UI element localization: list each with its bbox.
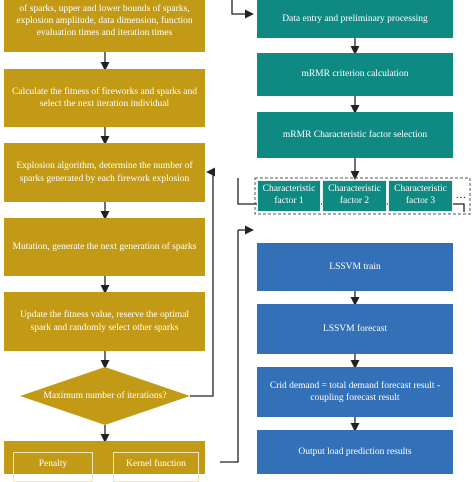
fitness-box: Calculate the fitness of fireworks and s…	[4, 69, 205, 127]
output-results-box: Output load prediction results	[257, 430, 453, 474]
factor-3-box: Characteristic factor 3	[388, 180, 453, 212]
kernel-function-label: Kernel function	[126, 459, 186, 469]
explosion-box: Explosion algorithm, determine the numbe…	[4, 143, 205, 202]
mrmr-calculation-box: mRMR criterion calculation	[257, 53, 453, 96]
mutation-text: Mutation, generate the next generation o…	[12, 241, 197, 252]
data-entry-text: Data entry and preliminary processing	[282, 13, 428, 24]
factor-1-box: Characteristic factor 1	[257, 180, 321, 212]
mrmr-calculation-text: mRMR criterion calculation	[301, 69, 409, 80]
lssvm-forecast-text: LSSVM forecast	[322, 323, 388, 334]
explosion-text: Explosion algorithm, determine the numbe…	[16, 161, 193, 184]
grid-demand-text: Crid demand = total demand forecast resu…	[269, 380, 441, 403]
init-parameters-box: of sparks, upper and lower bounds of spa…	[4, 0, 205, 52]
factor-1-text: Characteristic factor 1	[262, 184, 316, 206]
factor-2-box: Characteristic factor 2	[322, 180, 387, 212]
params-box: Penalty Kernel function	[4, 441, 205, 482]
arrow-to-right-flow	[231, 0, 254, 19]
lssvm-forecast-box: LSSVM forecast	[257, 304, 453, 354]
lssvm-train-text: LSSVM train	[329, 261, 381, 272]
mrmr-selection-box: mRMR Characteristic factor selection	[257, 112, 453, 158]
fitness-text: Calculate the fitness of fireworks and s…	[12, 86, 197, 109]
mutation-box: Mutation, generate the next generation o…	[4, 218, 205, 276]
factor-group-outline	[254, 177, 471, 215]
factor-2-text: Characteristic factor 2	[328, 184, 381, 206]
grid-demand-box: Crid demand = total demand forecast resu…	[257, 367, 453, 417]
factor-3-text: Characteristic factor 3	[394, 184, 447, 206]
output-results-text: Output load prediction results	[298, 446, 412, 457]
arrow-loop-back	[190, 167, 216, 397]
update-text: Update the fitness value, reserve the op…	[19, 310, 190, 333]
update-box: Update the fitness value, reserve the op…	[4, 292, 205, 351]
decision-diamond	[20, 367, 190, 425]
more-factors-ellipsis: …	[455, 189, 467, 201]
data-entry-box: Data entry and preliminary processing	[257, 0, 453, 38]
kernel-function-box: Kernel function	[113, 452, 199, 482]
decision-label: Maximum number of iterations?	[43, 391, 167, 401]
penalty-label: Penalty	[38, 459, 68, 469]
init-parameters-text: of sparks, upper and lower bounds of spa…	[16, 3, 193, 39]
penalty-box: Penalty	[13, 452, 93, 482]
arrow-params-to-lssvm	[220, 230, 239, 463]
mrmr-selection-text: mRMR Characteristic factor selection	[282, 129, 428, 140]
lssvm-train-box: LSSVM train	[257, 243, 453, 291]
